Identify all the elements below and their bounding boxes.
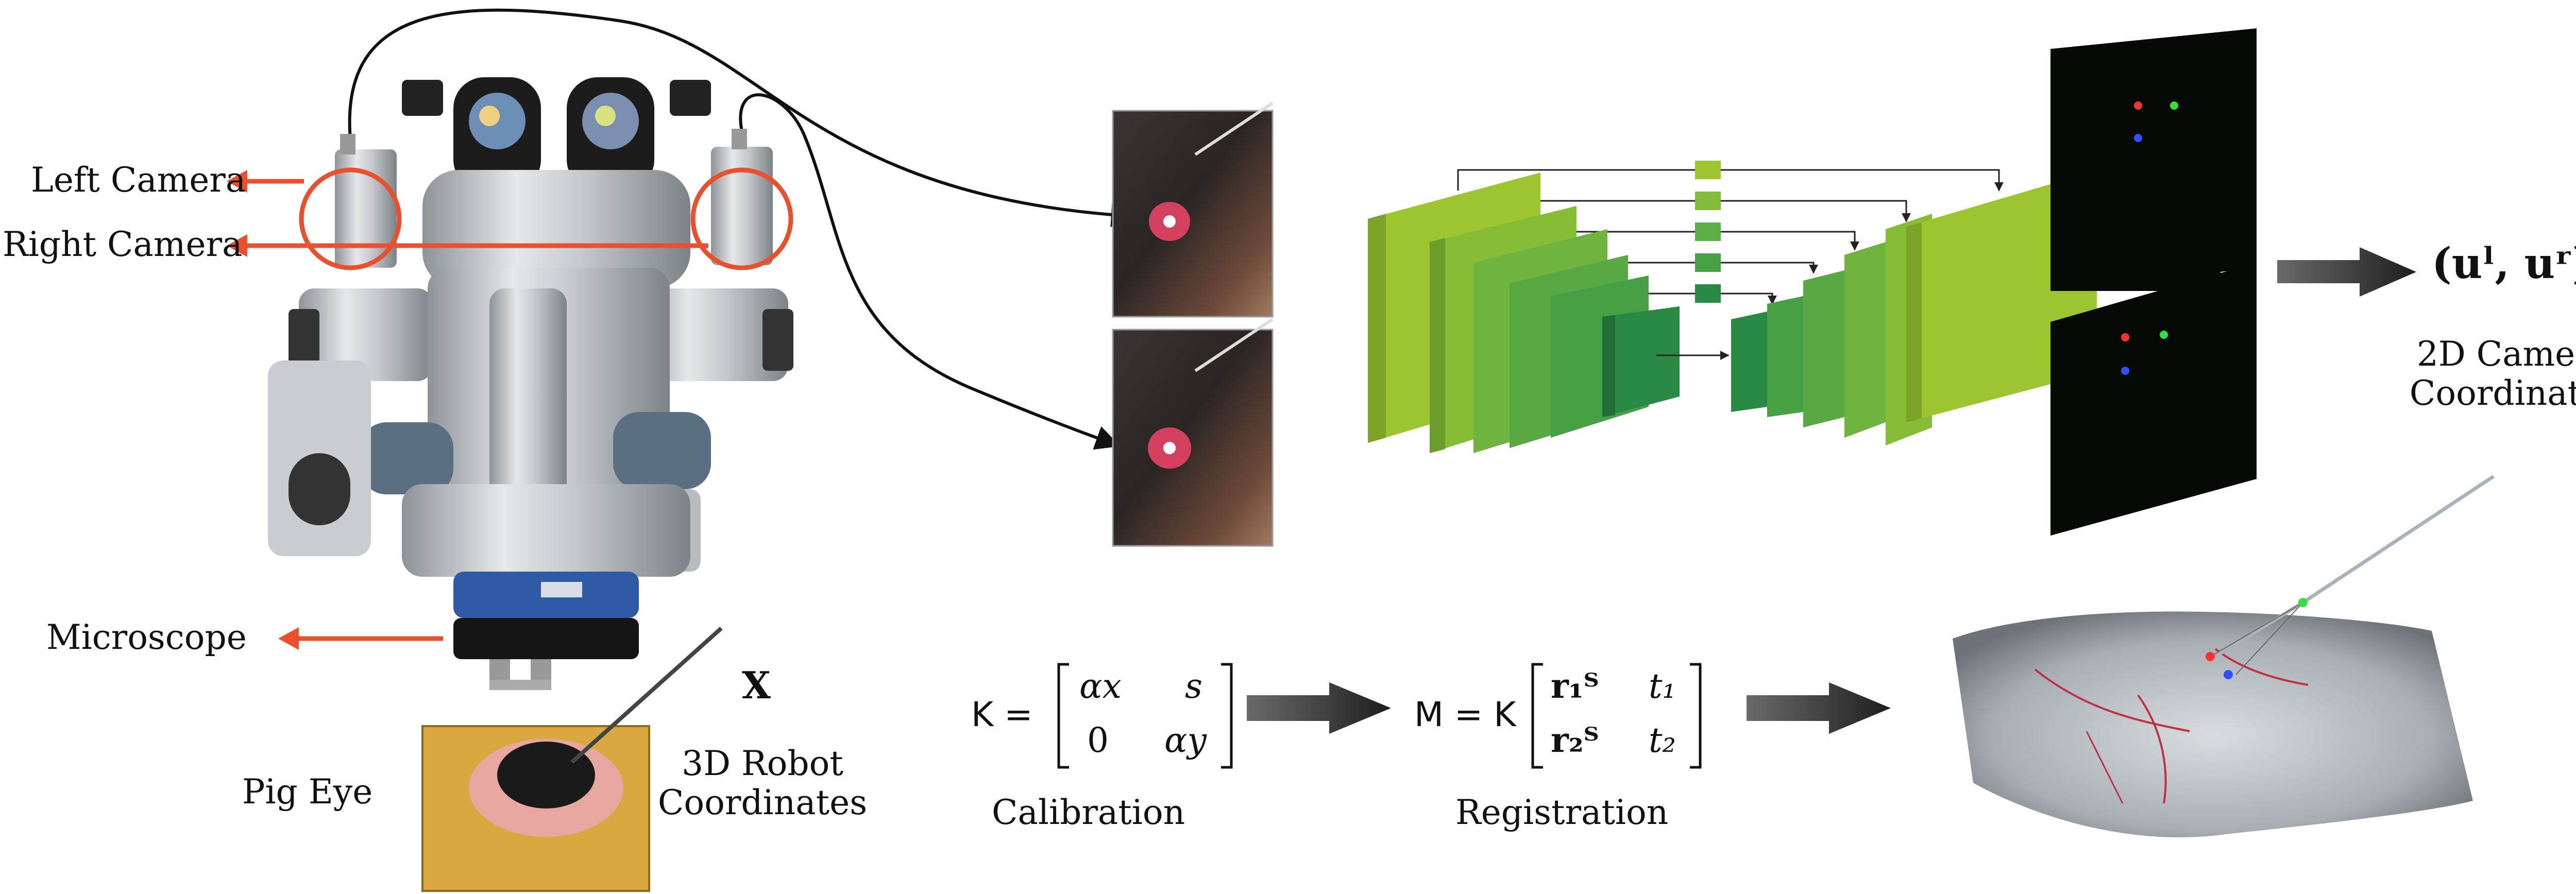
reg-m11: r₁ᵀ: [1551, 666, 1599, 706]
microscope-label: Microscope: [46, 617, 247, 657]
calibration-label: Calibration: [992, 793, 1185, 832]
flow-arrows: [1247, 247, 2416, 734]
reg-m12: t₁: [1649, 666, 1676, 706]
right-heatmap: [2050, 263, 2257, 536]
result-dot-green: [2298, 598, 2308, 607]
right-camera-cable: [739, 93, 1121, 450]
reg-m21: r₂ᵀ: [1551, 720, 1599, 760]
result-dot-red: [2206, 652, 2215, 661]
robot-coords-label: 3D Robot Coordinates: [644, 744, 881, 822]
right-camera-image: [1112, 329, 1274, 547]
output-tuple: (uˡ, uʳ): [2432, 239, 2576, 288]
calib-m21: 0: [1087, 720, 1109, 760]
matrix-brackets: [1057, 663, 1702, 769]
calibration-lhs: K =: [971, 695, 1033, 734]
left-camera-label: Left Camera: [31, 160, 246, 200]
skip-connection-1: [1457, 169, 2004, 192]
heatmap-to-coords-arrow-icon: [2277, 247, 2416, 297]
camera-coords-line1: 2D Camera: [2416, 334, 2576, 374]
registration-to-result-arrow-icon: [1747, 682, 1891, 734]
stereo-input-images: [1112, 101, 1274, 547]
unet-network: [1368, 161, 2097, 453]
calib-m11: αx: [1079, 666, 1122, 706]
calib-m22: αy: [1164, 720, 1207, 760]
registration-label: Registration: [1455, 793, 1669, 832]
calibration-to-registration-arrow-icon: [1247, 682, 1391, 734]
left-camera-highlight: [299, 167, 402, 270]
robot-coords-line1: 3D Robot: [682, 744, 843, 783]
left-camera-image: [1112, 110, 1274, 318]
camera-coords-line2: Coordinates: [2409, 373, 2576, 413]
camera-coords-label: 2D Camera Coordinates: [2391, 335, 2576, 413]
microscope-illustration: [268, 8, 1136, 690]
pig-eye-photo: [421, 627, 723, 892]
left-camera-cable: [348, 8, 1136, 228]
right-camera-label: Right Camera: [3, 225, 243, 264]
right-camera-highlight: [690, 167, 793, 270]
robot-x-symbol: X: [742, 663, 771, 707]
pig-eye-label: Pig Eye: [242, 772, 373, 812]
heatmap-dot-blue: [2134, 134, 2142, 142]
heatmap-outputs: [2050, 28, 2257, 536]
heatmap-dot-green: [2170, 101, 2178, 110]
registration-lhs: M = K: [1414, 695, 1516, 734]
result-dot-blue: [2224, 670, 2233, 679]
robot-coords-line2: Coordinates: [657, 782, 868, 822]
heatmap-dot-red: [2134, 101, 2142, 110]
reg-m22: t₂: [1649, 720, 1676, 760]
camera-callouts: [227, 167, 793, 650]
calib-m12: s: [1185, 666, 1202, 706]
registered-3d-result: [1953, 475, 2495, 838]
